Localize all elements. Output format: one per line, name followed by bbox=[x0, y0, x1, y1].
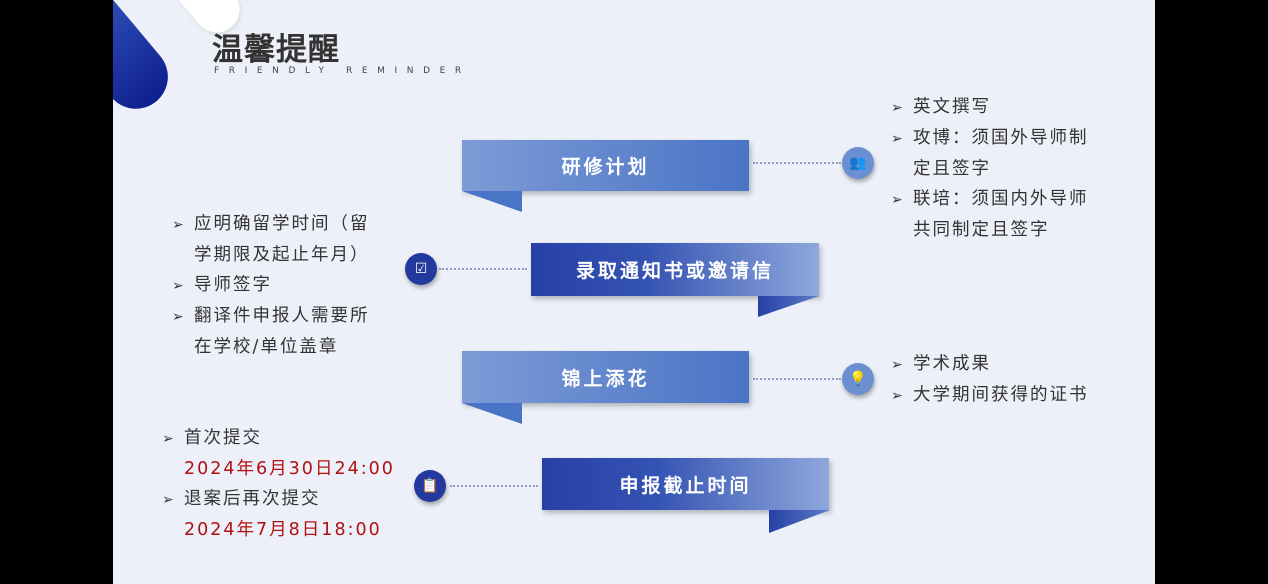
banner-admission-letter: 录取通知书或邀请信 bbox=[531, 243, 819, 296]
users-icon: 👥 bbox=[842, 147, 874, 179]
dotted-connector bbox=[439, 268, 527, 270]
deadline-date: 2024年6月30日24:00 bbox=[184, 459, 395, 479]
list-item: 学术成果 bbox=[913, 354, 991, 374]
list-item: 应明确留学时间（留 bbox=[194, 214, 370, 234]
bonus-list: ➢学术成果 ➢大学期间获得的证书 bbox=[891, 354, 1089, 405]
list-item: 翻译件申报人需要所 bbox=[194, 306, 370, 326]
list-item: 定且签字 bbox=[913, 159, 991, 179]
decor-capsule-blue bbox=[113, 0, 181, 122]
list-item: 联培：须国内外导师 bbox=[913, 189, 1089, 209]
list-item: 学期限及起止年月） bbox=[194, 245, 370, 265]
lightbulb-icon: 💡 bbox=[842, 363, 874, 395]
list-item: 共同制定且签字 bbox=[913, 220, 1050, 240]
list-item: 英文撰写 bbox=[913, 97, 991, 117]
list-item: 在学校/单位盖章 bbox=[194, 337, 339, 357]
deadline-list: ➢首次提交 2024年6月30日24:00 ➢退案后再次提交 2024年7月8日… bbox=[162, 423, 395, 545]
list-item: 导师签字 bbox=[194, 275, 272, 295]
clipboard-icon: 📋 bbox=[414, 470, 446, 502]
banner-tail bbox=[462, 403, 522, 424]
banner-deadline: 申报截止时间 bbox=[542, 458, 829, 510]
page-title: 温馨提醒 bbox=[212, 32, 340, 68]
banner-tail bbox=[758, 296, 819, 317]
list-item: 大学期间获得的证书 bbox=[913, 385, 1089, 405]
dotted-connector bbox=[753, 162, 841, 164]
deadline-date: 2024年7月8日18:00 bbox=[184, 520, 382, 540]
banner-study-plan: 研修计划 bbox=[462, 140, 749, 191]
document-check-icon: ☑ bbox=[405, 253, 437, 285]
page-subtitle: FRIENDLY REMINDER bbox=[214, 66, 471, 76]
list-item: 首次提交 bbox=[184, 428, 262, 448]
study-plan-list: ➢英文撰写 ➢攻博：须国外导师制 定且签字 ➢联培：须国内外导师 共同制定且签字 bbox=[891, 92, 1089, 245]
dotted-connector bbox=[450, 485, 538, 487]
dotted-connector bbox=[753, 378, 841, 380]
admission-letter-list: ➢应明确留学时间（留 学期限及起止年月） ➢导师签字 ➢翻译件申报人需要所 在学… bbox=[172, 209, 370, 362]
banner-tail bbox=[462, 191, 522, 212]
list-item: 退案后再次提交 bbox=[184, 489, 321, 509]
banner-bonus: 锦上添花 bbox=[462, 351, 749, 403]
banner-tail bbox=[769, 510, 830, 533]
list-item: 攻博：须国外导师制 bbox=[913, 128, 1089, 148]
slide: 温馨提醒 FRIENDLY REMINDER 研修计划 👥 ➢英文撰写 ➢攻博：… bbox=[113, 0, 1155, 584]
